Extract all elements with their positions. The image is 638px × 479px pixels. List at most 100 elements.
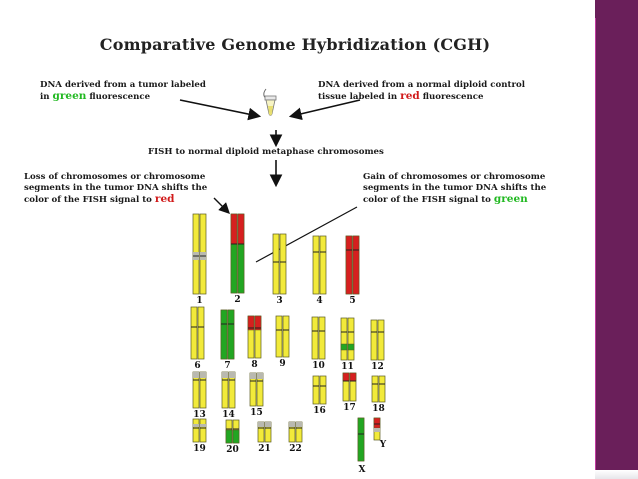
chromatid (377, 319, 385, 361)
chromosome-label-6: 6 (194, 361, 201, 371)
tumor-note-line1: DNA derived from a tumor labeled (40, 80, 206, 90)
chromatid (190, 306, 198, 360)
chromatid (319, 375, 327, 405)
test-tube-icon (263, 88, 277, 116)
loss-band (247, 315, 255, 331)
chromosome-3 (272, 233, 287, 295)
chromosome-6 (190, 306, 205, 360)
gain-note-line1: Gain of chromosomes or chromosome (363, 172, 546, 182)
chromosome-x (357, 417, 365, 462)
chromosome-17 (342, 372, 357, 402)
chromosome-4 (312, 235, 327, 295)
pointer-gain-to-chr2 (255, 206, 358, 263)
chromosome-label-10: 10 (312, 361, 325, 371)
chromosome-15 (249, 372, 264, 407)
heterochromatin-band (374, 428, 380, 432)
loss-band (342, 372, 350, 382)
chromosome-label-3: 3 (276, 296, 283, 306)
gain-band (220, 309, 228, 360)
chromatid (319, 235, 327, 295)
chromosome-label-16: 16 (313, 406, 326, 416)
loss-band (352, 235, 360, 295)
loss-band (373, 417, 381, 429)
chromosome-18 (371, 375, 386, 403)
chromosome-label-1: 1 (196, 296, 203, 306)
arrow-tumor-to-tube (179, 99, 262, 121)
chromatid (371, 375, 379, 403)
loss-band (237, 213, 245, 245)
karyotype (190, 213, 386, 462)
chromatid (370, 319, 378, 361)
chromatid (340, 317, 348, 361)
chromatid (275, 315, 283, 358)
heterochromatin-band (265, 422, 271, 427)
chromosome-label-20: 20 (226, 445, 239, 455)
chromosome-label-14: 14 (222, 410, 235, 420)
chromatid (192, 418, 200, 443)
chromosome-label-17: 17 (343, 403, 356, 413)
chromosome-label-18: 18 (372, 404, 385, 414)
chromosome-label-x: X (358, 465, 366, 475)
loss-note: Loss of chromosomes or chromosome segmen… (24, 172, 207, 206)
chromosome-21 (257, 421, 272, 443)
heterochromatin-band (200, 372, 206, 378)
heterochromatin-band (222, 372, 228, 378)
green-word: green (493, 193, 528, 205)
chromatid (199, 418, 207, 443)
loss-band (254, 315, 262, 331)
chromatid (312, 375, 320, 405)
chromosome-label-9: 9 (279, 359, 286, 369)
tumor-dna-note: DNA derived from a tumor labeled in gree… (40, 80, 206, 103)
chromatid (378, 375, 386, 403)
green-word: green (52, 90, 87, 102)
gain-band (232, 429, 240, 444)
heterochromatin-band (250, 373, 256, 379)
chromosome-label-19: 19 (193, 444, 206, 454)
chromosome-19 (192, 418, 207, 443)
chromatid (197, 306, 205, 360)
normal-dna-note: DNA derived from a normal diploid contro… (318, 80, 525, 103)
gain-band (225, 429, 233, 444)
chromosome-20 (225, 419, 240, 444)
gain-band (357, 417, 365, 462)
heterochromatin-band (289, 422, 295, 427)
chromosome-label-13: 13 (193, 410, 206, 420)
chromosome-8 (247, 315, 262, 359)
loss-note-line3: color of the FISH signal to red (24, 193, 175, 206)
normal-note-line2: tissue labeled in red fluorescence (318, 90, 484, 103)
tumor-note-line2: in green fluorescence (40, 90, 151, 103)
heterochromatin-band (296, 422, 302, 427)
chromosome-13 (192, 371, 207, 409)
loss-note-line2: segments in the tumor DNA shifts the (24, 183, 208, 193)
chromosome-label-y: Y (379, 440, 387, 450)
heterochromatin-band (193, 424, 199, 427)
gain-band (227, 309, 235, 360)
gain-band (347, 343, 355, 351)
diagram-graphics (179, 88, 386, 462)
chromatid (347, 317, 355, 361)
loss-band (230, 213, 238, 245)
chromosome-label-21: 21 (258, 444, 271, 454)
chromosome-16 (312, 375, 327, 405)
loss-note-line1: Loss of chromosomes or chromosome (24, 172, 206, 182)
heterochromatin-band (193, 372, 199, 378)
chromosome-7 (220, 309, 235, 360)
chromosome-label-5: 5 (349, 296, 356, 306)
heterochromatin-band (258, 422, 264, 427)
gain-note: Gain of chromosomes or chromosome segmen… (363, 172, 546, 206)
gain-band (237, 243, 245, 294)
chromosome-label-2: 2 (234, 295, 241, 305)
chromosome-label-4: 4 (316, 296, 323, 306)
chromatid (272, 233, 280, 295)
chromatid (282, 315, 290, 358)
chromosome-label-7: 7 (224, 361, 231, 371)
chromosome-5 (345, 235, 360, 295)
chromosome-label-8: 8 (251, 360, 258, 370)
heterochromatin-band (200, 424, 206, 427)
red-word: red (400, 90, 420, 102)
chromosome-label-15: 15 (250, 408, 263, 418)
chromosome-y (373, 417, 381, 441)
normal-note-line1: DNA derived from a normal diploid contro… (318, 80, 525, 90)
heterochromatin-band (257, 373, 263, 379)
chromosome-14 (221, 371, 236, 409)
